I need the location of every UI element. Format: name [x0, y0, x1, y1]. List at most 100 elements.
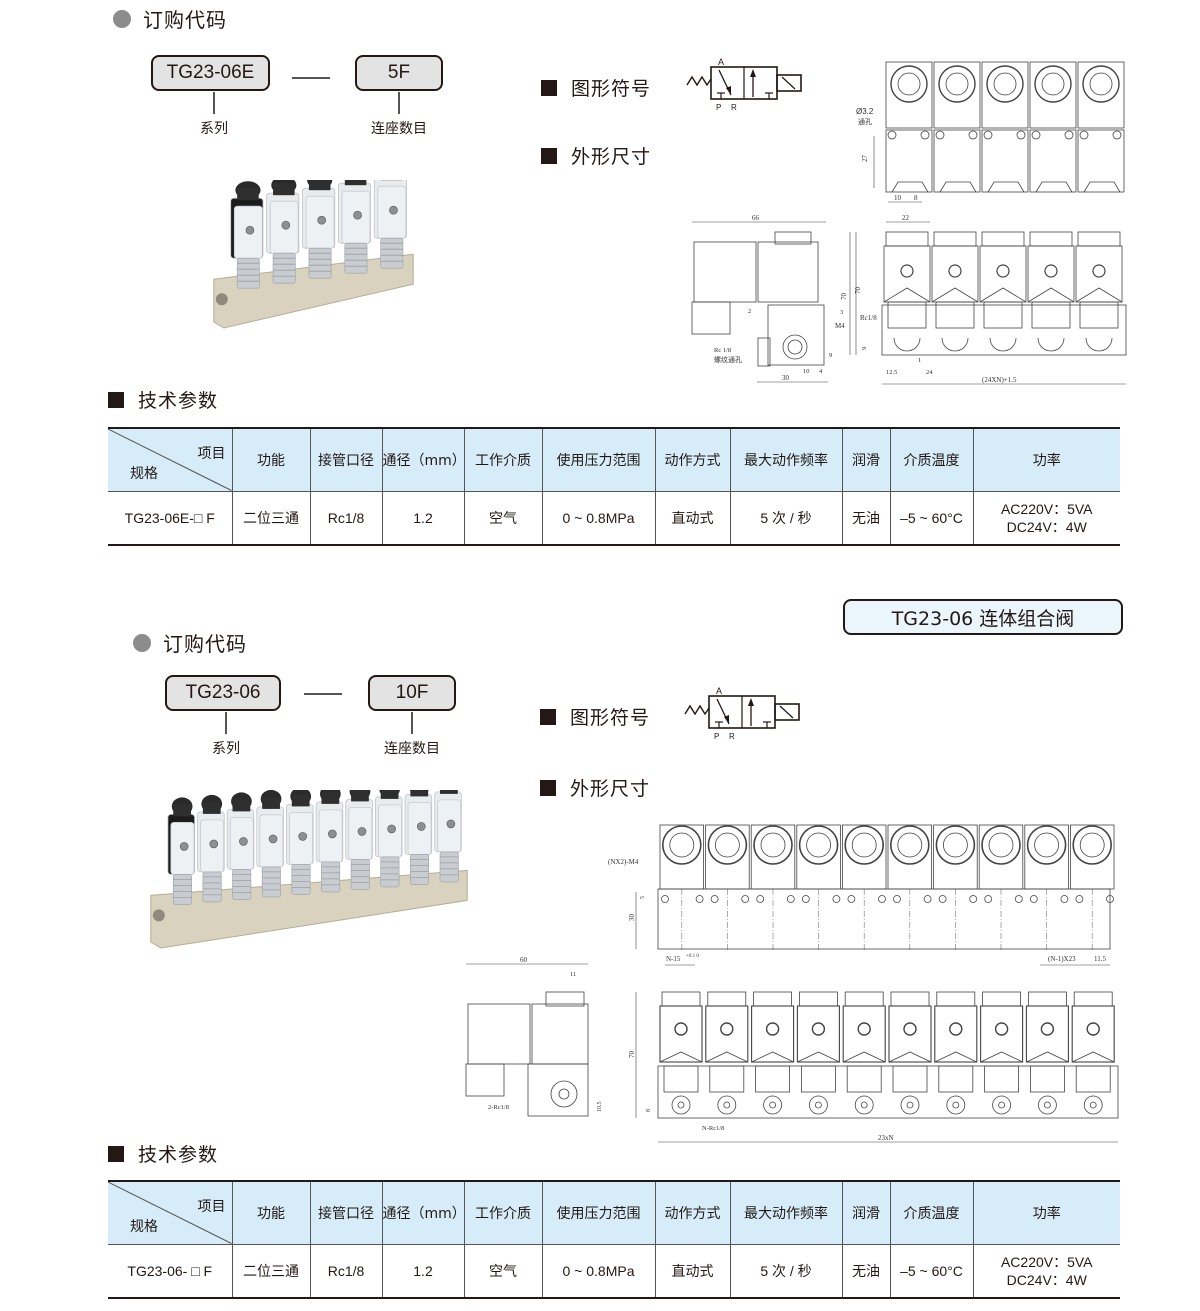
port-a-label: A: [718, 57, 724, 67]
bullet-dot-icon: [113, 9, 131, 28]
table-row: TG23-06- □ F 二位三通 Rc1/8 1.2 空气 0 ~ 0.8MP…: [108, 1244, 1120, 1298]
power-dc: DC24V：4W: [1006, 1271, 1087, 1288]
port-bore: [860, 1101, 868, 1109]
screw: [179, 842, 189, 851]
series-code: TG23-06: [185, 682, 261, 703]
valve-stem: [439, 851, 459, 883]
mount-hole: [968, 130, 978, 140]
count-code: 5F: [387, 62, 411, 83]
product-photo-5-station: [200, 180, 430, 340]
cable-gland: [232, 799, 251, 812]
connector-side: [465, 1063, 505, 1097]
cover-chevron: [1072, 1051, 1115, 1063]
bullet-dot-icon: [133, 633, 151, 652]
order-code-heading: 订购代码: [133, 628, 247, 657]
dimensions-heading-text: 外形尺寸: [570, 778, 651, 800]
manifold-outline: [657, 1065, 1119, 1119]
mount-hole: [920, 130, 930, 140]
tech-params-heading: 技术参数: [108, 1140, 218, 1167]
mount-hole: [923, 895, 932, 903]
coil-front: [931, 245, 979, 303]
dim-label: 10.5: [597, 1102, 603, 1113]
coil-bore: [1041, 72, 1065, 96]
cover-chevron: [979, 287, 1027, 303]
nut: [982, 991, 1022, 1007]
coil-nut: [890, 65, 928, 103]
valve-stem: [291, 864, 311, 895]
count-code-box: 5F: [355, 55, 443, 91]
mount-hole: [1064, 130, 1074, 140]
col-header: 功能: [231, 428, 311, 492]
cover-chevron: [751, 1051, 794, 1063]
valve-outline: [1029, 61, 1077, 129]
value-cell: 直动式: [654, 491, 731, 545]
dimensions-heading-text: 外形尺寸: [571, 146, 652, 168]
value-cell: –5 ~ 60°C: [889, 491, 974, 545]
count-code: 10F: [395, 682, 429, 703]
screw: [209, 839, 219, 849]
screw-head: [857, 1022, 871, 1036]
order-code-heading-text: 订购代码: [143, 8, 227, 32]
valve-body-front: [935, 301, 975, 329]
screw-head: [1086, 1022, 1100, 1036]
dimensions-heading: 外形尺寸: [541, 142, 651, 169]
count-stem: [398, 92, 400, 114]
coil-front: [1025, 1005, 1069, 1063]
coil-side: [467, 1003, 531, 1065]
col-header: 动作方式: [654, 428, 731, 492]
tolerance-label: +0.1 0: [686, 954, 699, 959]
mount-hole: [1106, 895, 1114, 903]
port-hole: [215, 293, 228, 306]
port-arc: [989, 337, 1017, 352]
power-ac: AC220V：5VA: [1000, 500, 1093, 517]
mount-hole: [710, 895, 719, 903]
valve-stem: [261, 866, 281, 898]
square-bullet-icon: [108, 1145, 124, 1162]
port-label: Rc1/8: [860, 314, 877, 322]
mount-hole: [1079, 130, 1089, 140]
coil-bore: [945, 72, 969, 96]
spec-cell: TG23-06E-□ F: [108, 491, 233, 545]
cover-chevron: [705, 1051, 748, 1063]
col-header: 介质温度: [889, 1181, 974, 1245]
value-cell: 无油: [841, 1244, 891, 1298]
mount-hole: [832, 895, 841, 903]
col-header: 功率: [972, 1181, 1120, 1245]
mount-hole: [741, 895, 750, 903]
valve-body-front: [1029, 1065, 1065, 1093]
port-circle: [946, 1095, 966, 1115]
dim-label: 8: [646, 1109, 652, 1112]
screw: [416, 822, 426, 831]
dim-label: M4: [835, 322, 845, 330]
mount-hole: [847, 895, 856, 903]
screw-head: [949, 1022, 963, 1036]
valve-stem: [344, 242, 368, 274]
coil-bore: [988, 832, 1014, 858]
screw-head: [994, 1022, 1009, 1036]
col-header: 使用压力范围: [541, 1181, 656, 1245]
valve-body-front: [984, 1065, 1020, 1093]
coil-front: [796, 1005, 840, 1063]
coil-nut: [1082, 65, 1120, 103]
port-bore: [1089, 1101, 1097, 1109]
port-circle: [763, 1095, 783, 1115]
cable-gland: [351, 790, 369, 802]
power-cell: AC220V：5VA DC24V：4W: [972, 491, 1120, 545]
valve-stem: [380, 856, 400, 888]
port-circle: [854, 1095, 874, 1115]
valve-stem: [308, 247, 332, 279]
port-bore: [814, 1101, 822, 1109]
port-bore: [998, 1101, 1006, 1109]
manifold-outline: [881, 304, 1127, 356]
mount-hole: [935, 130, 945, 140]
dim-label: 2: [748, 308, 751, 315]
screw: [446, 819, 456, 829]
col-header: 接管口径: [309, 1181, 383, 1245]
order-code-heading: 订购代码: [113, 4, 227, 33]
mount-hole: [1016, 130, 1026, 140]
product-title-pill: TG23-06 连体组合阀: [843, 599, 1123, 635]
cover-chevron: [843, 1051, 886, 1063]
